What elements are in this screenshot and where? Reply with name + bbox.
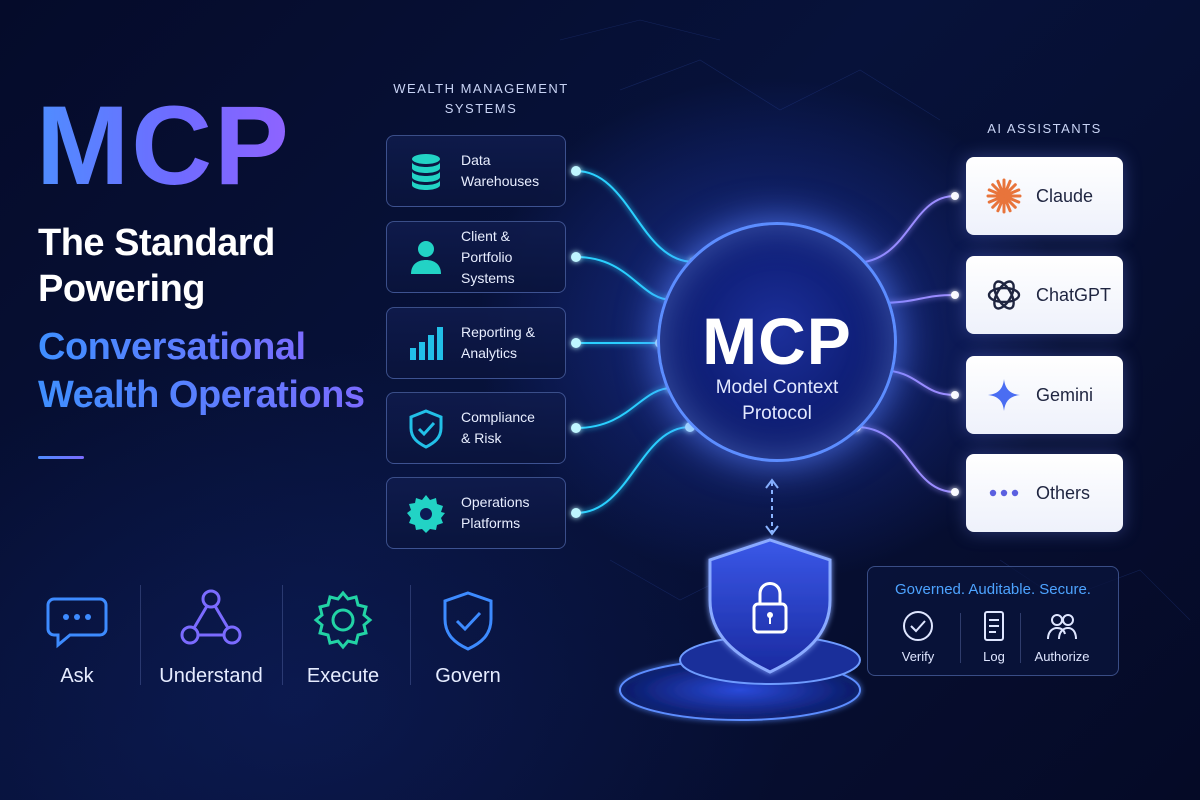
- step-label: Understand: [159, 665, 263, 687]
- governance-item-authorize: Authorize: [1020, 609, 1104, 664]
- headline-underline: [38, 456, 84, 459]
- step-divider: [282, 585, 283, 685]
- step-label: Ask: [60, 665, 94, 687]
- governance-divider: [1020, 613, 1021, 663]
- step-govern: Govern: [403, 585, 533, 688]
- headline-line-1: The Standard: [38, 222, 275, 264]
- governance-item-label: Verify: [901, 649, 935, 664]
- ai-card-label: Others: [1036, 482, 1091, 503]
- hub-title: MCP: [702, 304, 852, 378]
- ai-card-claude[interactable]: Claude: [966, 157, 1123, 235]
- governance-title: Governed. Auditable. Secure.: [895, 581, 1091, 598]
- user-icon: [411, 241, 441, 274]
- document-icon: [984, 611, 1004, 641]
- headline-line-3: Conversational: [38, 326, 306, 368]
- chat-bubble-icon: [46, 597, 108, 649]
- step-label: Govern: [435, 665, 501, 687]
- ai-card-chatgpt[interactable]: ChatGPT: [966, 256, 1123, 334]
- database-icon: [412, 154, 440, 190]
- governance-item-log: Log: [952, 609, 1036, 664]
- system-card-label: Data Warehouses: [461, 152, 540, 189]
- systems-section-title: WEALTH MANAGEMENT SYSTEMS: [386, 79, 576, 119]
- governance-panel: Governed. Auditable. Secure. Verify Log …: [867, 566, 1119, 676]
- system-card-client-portfolio[interactable]: Client & Portfolio Systems: [386, 221, 566, 293]
- ai-card-label: ChatGPT: [1036, 284, 1112, 305]
- ai-card-label: Gemini: [1036, 384, 1094, 405]
- step-divider: [410, 585, 411, 685]
- hub-shield-arrow: [765, 478, 779, 536]
- gemini-sparkle-icon: [988, 379, 1020, 411]
- systems-title-line-2: SYSTEMS: [444, 101, 518, 117]
- governance-item-label: Authorize: [1034, 649, 1090, 664]
- ai-card-label: Claude: [1036, 185, 1094, 206]
- hub-subtitle-line-1: Model Context: [715, 377, 839, 398]
- claude-starburst-icon: [986, 178, 1022, 214]
- system-card-compliance-risk[interactable]: Compliance & Risk: [386, 392, 566, 464]
- system-card-data-warehouses[interactable]: Data Warehouses: [386, 135, 566, 207]
- headline-line-4: Wealth Operations: [38, 374, 365, 416]
- governance-item-verify: Verify: [876, 609, 960, 664]
- check-circle-icon: [903, 611, 933, 641]
- ellipsis-icon: [989, 489, 1019, 497]
- system-card-operations-platforms[interactable]: Operations Platforms: [386, 477, 566, 549]
- shield-check-icon: [409, 409, 443, 449]
- chatgpt-knot-icon: [987, 280, 1021, 310]
- step-understand: Understand: [146, 585, 276, 688]
- step-ask: Ask: [12, 585, 142, 688]
- bar-chart-icon: [410, 327, 443, 360]
- governance-divider: [960, 613, 961, 663]
- systems-title-line-1: WEALTH MANAGEMENT: [393, 81, 569, 96]
- system-card-label: Operations Platforms: [461, 494, 530, 531]
- shield-platform: [619, 635, 861, 721]
- ai-card-others[interactable]: Others: [966, 454, 1123, 532]
- ai-card-gemini[interactable]: Gemini: [966, 356, 1123, 434]
- system-card-label: Client & Portfolio Systems: [461, 227, 515, 286]
- network-nodes-icon: [180, 589, 242, 645]
- step-execute: Execute: [278, 585, 408, 688]
- system-card-label: Compliance & Risk: [461, 409, 535, 446]
- step-divider: [140, 585, 141, 685]
- users-icon: [1047, 614, 1077, 640]
- shield-check-icon: [443, 591, 493, 651]
- gear-icon: [313, 590, 373, 650]
- assistants-section-title: AI ASSISTANTS: [987, 121, 1102, 136]
- system-card-reporting-analytics[interactable]: Reporting & Analytics: [386, 307, 566, 379]
- step-label: Execute: [306, 665, 380, 687]
- headline-line-2: Powering: [38, 268, 206, 310]
- hub-subtitle-line-2: Protocol: [742, 402, 812, 424]
- gear-icon: [407, 495, 445, 533]
- hub-subtitle: Model Context Protocol: [660, 375, 894, 426]
- mcp-hub: MCP Model Context Protocol: [657, 222, 897, 462]
- lock-shield-icon: [708, 538, 832, 674]
- headline-acronym: MCP: [36, 83, 291, 208]
- system-card-label: Reporting & Analytics: [461, 324, 535, 361]
- governance-item-label: Log: [983, 649, 1005, 664]
